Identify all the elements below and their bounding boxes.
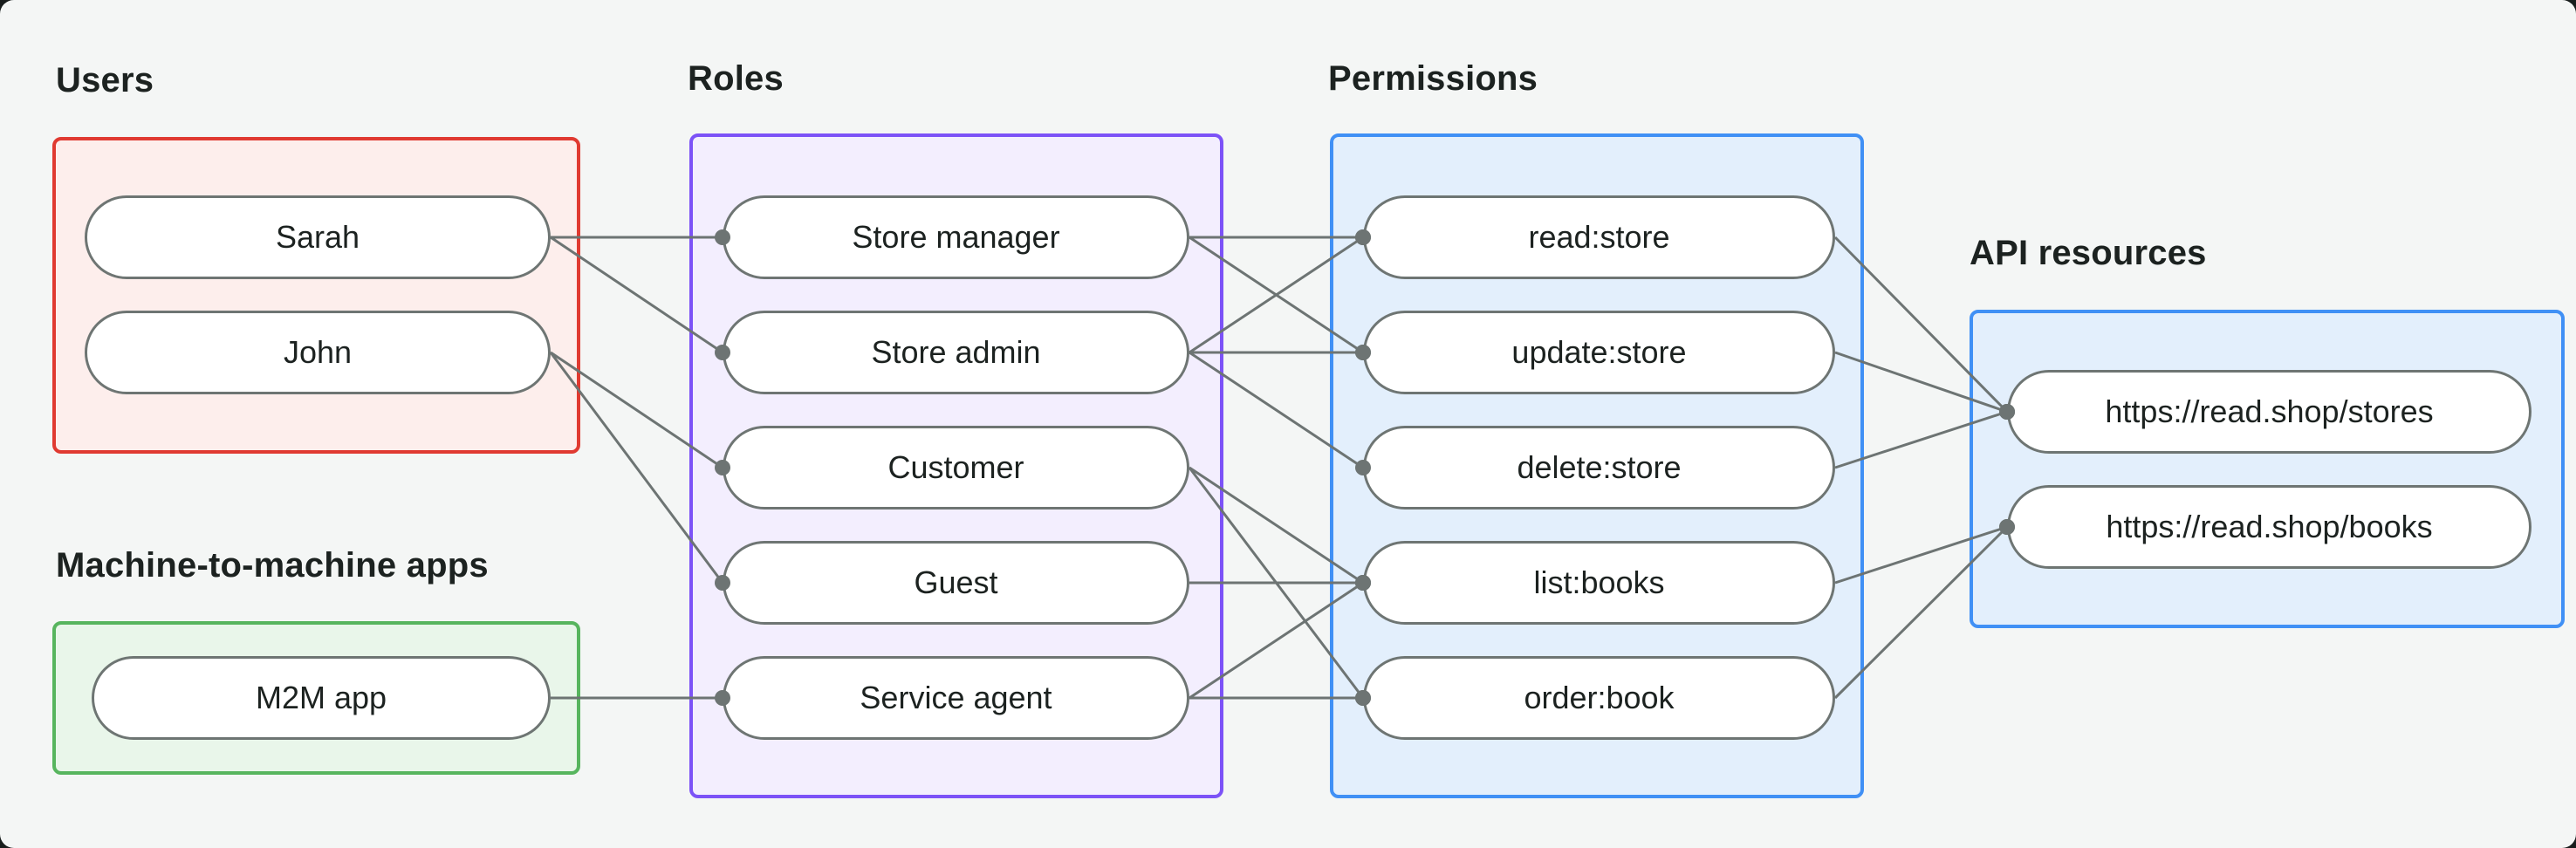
user-node-john: John <box>85 311 551 394</box>
permission-node-list-books: list:books <box>1363 541 1835 625</box>
role-node-service-agent: Service agent <box>723 656 1189 740</box>
role-node-store-admin: Store admin <box>723 311 1189 394</box>
permissions-section-label: Permissions <box>1328 59 1538 98</box>
user-node-sarah: Sarah <box>85 195 551 279</box>
api-node-read-shop-stores: https://read.shop/stores <box>2007 370 2531 454</box>
api-resources-group-box <box>1970 310 2565 628</box>
m2m-section-label: Machine-to-machine apps <box>56 546 489 585</box>
users-section-label: Users <box>56 61 154 99</box>
users-group-box <box>52 137 580 454</box>
role-node-store-manager: Store manager <box>723 195 1189 279</box>
role-node-guest: Guest <box>723 541 1189 625</box>
role-node-customer: Customer <box>723 426 1189 509</box>
permission-node-read-store: read:store <box>1363 195 1835 279</box>
permission-node-order-book: order:book <box>1363 656 1835 740</box>
permission-node-update-store: update:store <box>1363 311 1835 394</box>
api-node-read-shop-books: https://read.shop/books <box>2007 485 2531 569</box>
roles-section-label: Roles <box>688 59 784 98</box>
api-resources-section-label: API resources <box>1970 234 2207 272</box>
m2m-app-node: M2M app <box>92 656 551 740</box>
permission-node-delete-store: delete:store <box>1363 426 1835 509</box>
